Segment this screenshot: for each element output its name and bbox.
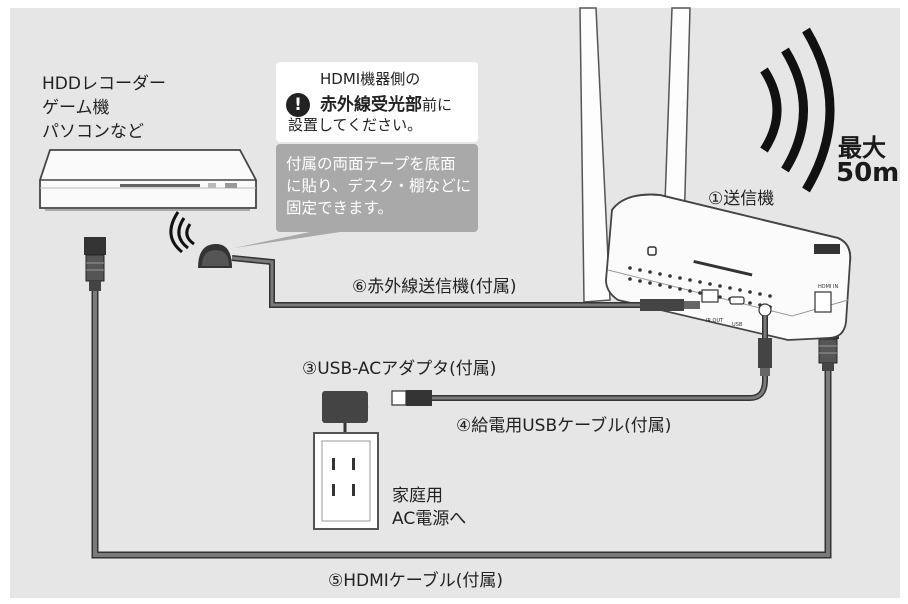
exclamation-icon: ! bbox=[286, 93, 310, 117]
callout-line-1: HDMI機器側の bbox=[320, 70, 421, 88]
usb-cable-label: ④給電用USBケーブル(付属) bbox=[456, 416, 672, 436]
range-label: 最大 bbox=[838, 134, 886, 162]
wall-outlet bbox=[313, 432, 379, 530]
callout-line-2: 赤外線受光部前に bbox=[320, 90, 452, 115]
source-device-label-1: HDDレコーダー bbox=[42, 74, 166, 94]
ac-adapter-label: ③USB-ACアダプタ(付属) bbox=[302, 359, 497, 379]
ir-transmitter-label: ⑥赤外線送信機(付属) bbox=[352, 277, 517, 297]
ir-signal-icon bbox=[169, 211, 195, 254]
callout-line-2-rest: 前に bbox=[422, 96, 453, 114]
wireless-range-waves bbox=[760, 27, 835, 193]
source-device-label-2: ゲーム機 bbox=[42, 98, 110, 118]
hdd-recorder-device bbox=[39, 149, 257, 211]
callout-emphasis: 赤外線受光部 bbox=[320, 95, 422, 115]
range-value: 50m bbox=[836, 158, 900, 188]
usb-power-cable bbox=[391, 316, 772, 406]
antennas bbox=[579, 7, 691, 303]
tip-line-2: に貼り、デスク・棚などに bbox=[286, 177, 472, 195]
tip-line-1: 付属の両面テープを底面 bbox=[286, 155, 456, 173]
port-label-ir-out: IR OUT bbox=[706, 318, 724, 324]
hdmi-cable-label: ⑤HDMIケーブル(付属) bbox=[328, 571, 504, 591]
ir-transmitter bbox=[169, 211, 700, 311]
tip-line-3: 固定できます。 bbox=[286, 199, 393, 217]
port-label-hdmi: HDMI IN bbox=[818, 284, 838, 290]
outlet-label-2: AC電源へ bbox=[392, 509, 467, 529]
callout-line-3: 設置してください。 bbox=[288, 116, 423, 134]
transmitter-label: ①送信機 bbox=[708, 189, 775, 209]
mounting-tip-box: 付属の両面テープを底面 に貼り、デスク・棚などに 固定できます。 bbox=[276, 144, 478, 232]
port-label-usb: USB bbox=[732, 322, 743, 328]
source-device-label-3: パソコンなど bbox=[42, 122, 144, 142]
callout-pointer bbox=[234, 232, 340, 248]
placement-callout: ! HDMI機器側の 赤外線受光部前に 設置してください。 bbox=[276, 62, 478, 142]
outlet-label-1: 家庭用 bbox=[392, 486, 443, 506]
transmitter-device: IR OUT USB HDMI IN bbox=[605, 193, 852, 341]
ac-adapter bbox=[322, 391, 369, 432]
